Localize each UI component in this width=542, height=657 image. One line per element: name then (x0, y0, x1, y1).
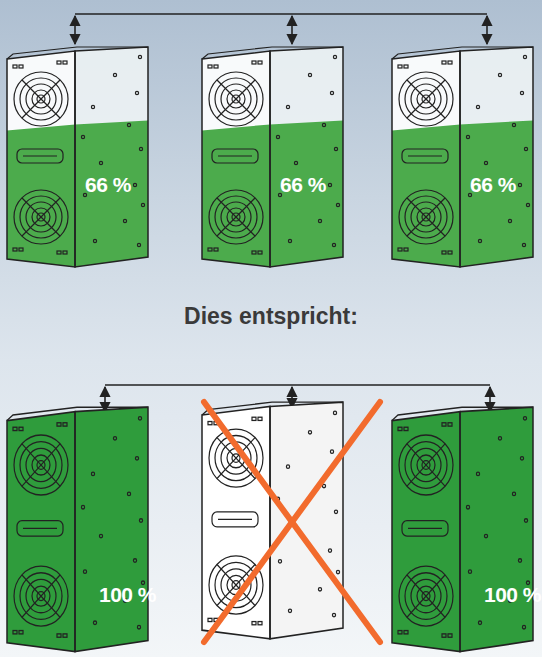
bus-line (105, 384, 490, 386)
bus-arrow (489, 387, 491, 412)
power-module: 100 % (5, 405, 150, 655)
power-module: 66 % (5, 45, 150, 270)
module-face (75, 47, 148, 267)
power-module: 66 % (390, 45, 535, 270)
bus-arrow (104, 387, 106, 412)
bus-line (75, 13, 487, 15)
fill-level (75, 407, 148, 651)
caption-text: Dies entspricht: (0, 303, 542, 330)
module-outline (7, 407, 148, 651)
bus-arrow (486, 16, 488, 44)
module-drawing (390, 405, 535, 655)
module-face (75, 407, 148, 651)
module-drawing (390, 45, 535, 270)
load-percent: 66 % (280, 173, 326, 197)
cross-line (204, 402, 380, 642)
module-outline (392, 47, 533, 267)
module-outline (7, 47, 148, 267)
module-outline (392, 407, 533, 651)
module-face (460, 407, 533, 651)
failed-module (200, 400, 345, 642)
module-face (270, 47, 343, 267)
load-percent: 66 % (85, 173, 131, 197)
cross-line (204, 402, 380, 642)
load-percent: 100 % (99, 583, 156, 607)
module-outline (202, 47, 343, 267)
module-drawing (5, 405, 150, 655)
module-drawing (200, 45, 345, 270)
load-percent: 100 % (484, 583, 541, 607)
power-module: 100 % (390, 405, 535, 655)
module-drawing (5, 45, 150, 270)
power-module: 66 % (200, 45, 345, 270)
module-outline (202, 402, 343, 639)
fill-level (460, 407, 533, 651)
module-face (460, 47, 533, 267)
load-percent: 66 % (470, 173, 516, 197)
module-face (270, 402, 343, 639)
bus-arrow (74, 16, 76, 44)
bus-arrow (291, 16, 293, 44)
